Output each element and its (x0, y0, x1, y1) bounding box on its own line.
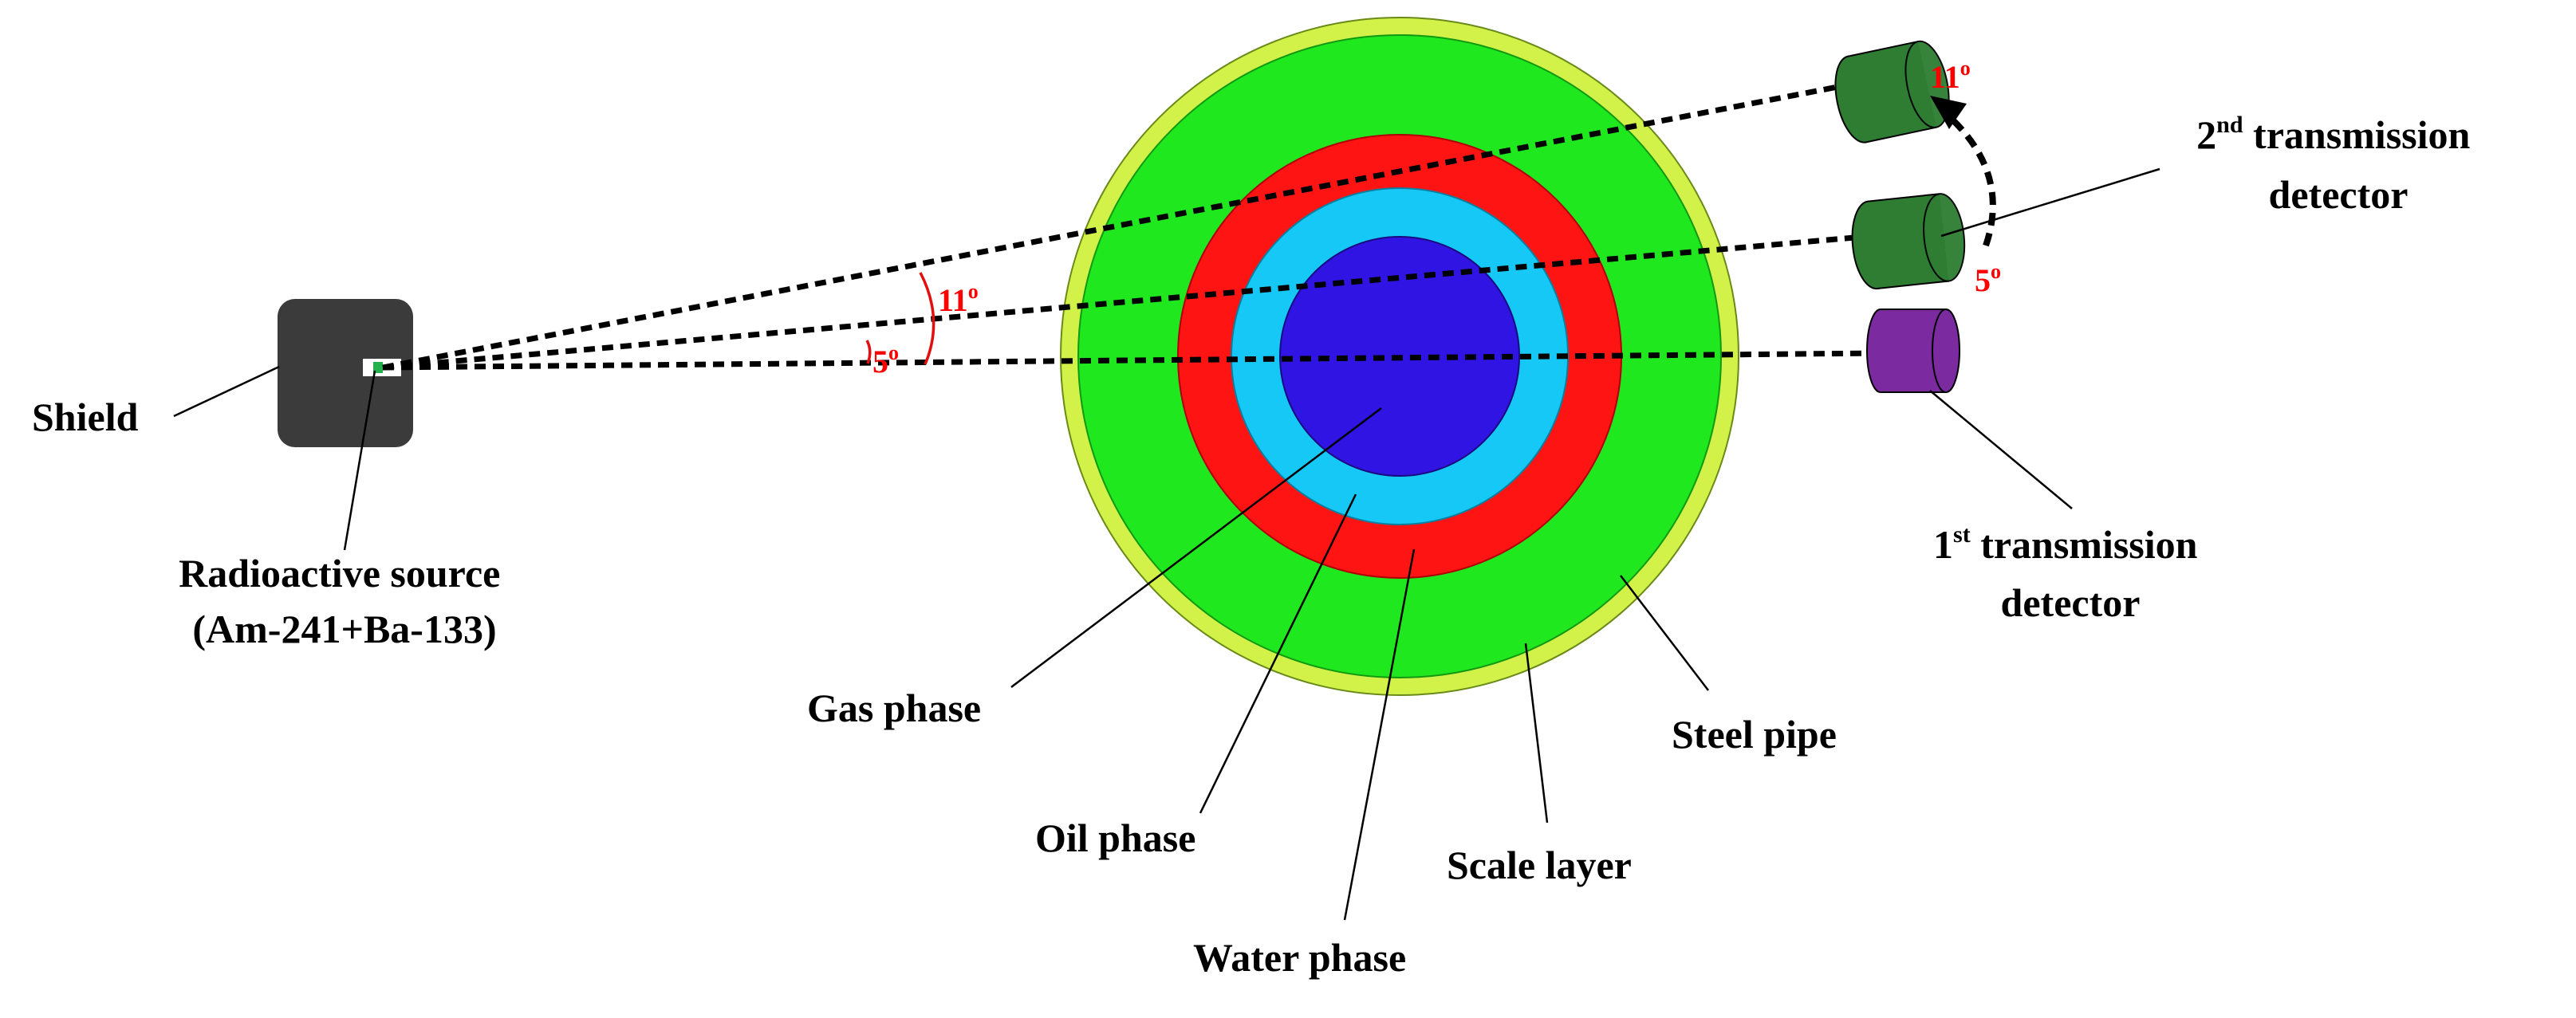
beam-2nd-detector-11deg (382, 81, 1855, 371)
leader-shield (173, 365, 280, 418)
leader-source (343, 370, 376, 551)
angle-label-arrow-end: 11o (1930, 57, 1971, 95)
detector-2nd-5deg-position (1851, 193, 1966, 290)
beam-2nd-detector-5deg (382, 233, 1873, 371)
detector-2nd-5deg-face (1923, 193, 1966, 282)
angle-arc-11deg (919, 272, 935, 365)
label-oil-phase: Oil phase (1035, 816, 1195, 860)
detector-rotation-arrowhead (1930, 96, 1967, 129)
label-source-line1: Radioactive source (179, 551, 500, 595)
detector-rotation-arrow (1950, 117, 1996, 247)
radioactive-source-marker (373, 362, 383, 373)
angle-label-arrow-start: 5o (1975, 260, 2001, 298)
leader-steel-pipe (1620, 575, 1709, 691)
label-1st-detector-line1: 1st transmission (1933, 521, 2208, 567)
label-scale-layer: Scale layer (1447, 843, 1632, 887)
label-radioactive-source: Radioactive source (Am-241+Ba-133) (179, 551, 510, 651)
angle-arc-5deg (865, 340, 872, 364)
leader-oil-phase (1199, 493, 1357, 814)
leader-1st-detector (1929, 390, 2073, 509)
label-2nd-detector: 2nd transmission detector (2196, 112, 2480, 217)
leader-scale-layer (1524, 643, 1549, 823)
label-1st-detector: 1st transmission detector (1933, 521, 2208, 625)
label-2nd-detector-line1: 2nd transmission (2196, 112, 2480, 157)
leader-gas-phase (1010, 407, 1382, 688)
leader-2nd-detector (1940, 167, 2160, 238)
label-1st-detector-line2: detector (2001, 580, 2141, 625)
label-2nd-detector-line2: detector (2269, 172, 2409, 217)
label-gas-phase: Gas phase (807, 686, 981, 730)
shield-block (278, 299, 413, 447)
detector-1st (1866, 309, 1960, 393)
angle-label-inner: 5o (872, 341, 899, 379)
angle-label-outer: 11o (938, 280, 979, 318)
leader-water-phase (1343, 548, 1416, 921)
label-shield: Shield (32, 395, 139, 439)
label-water-phase: Water phase (1193, 935, 1406, 980)
label-source-line2: (Am-241+Ba-133) (192, 607, 496, 651)
label-steel-pipe: Steel pipe (1672, 712, 1837, 757)
detector-1st-face (1932, 309, 1960, 393)
beam-1st-detector (382, 350, 1881, 371)
